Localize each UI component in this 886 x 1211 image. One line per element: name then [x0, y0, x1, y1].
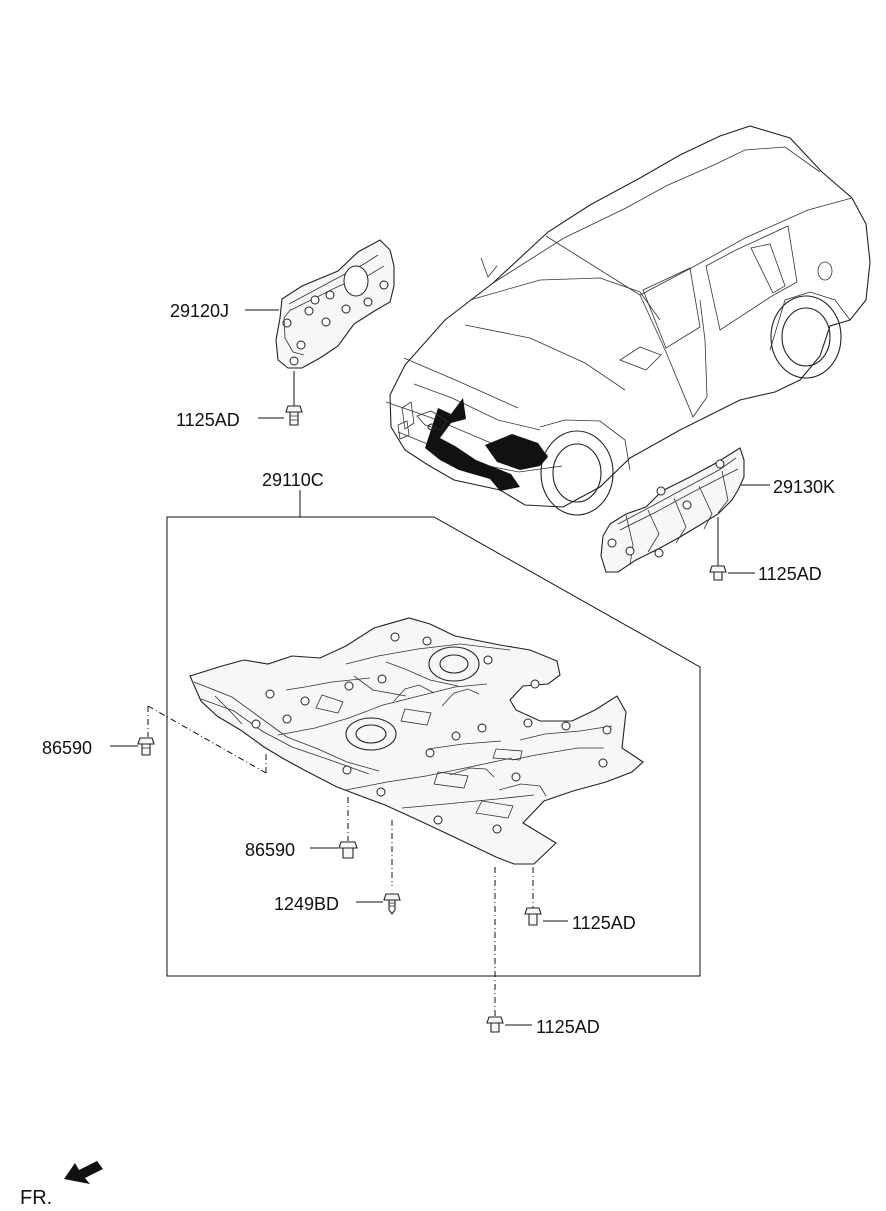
label-1125ad-right-cover: 1125AD: [758, 564, 822, 584]
front-label: FR.: [20, 1187, 52, 1209]
bolt-icon-right-cover: [709, 565, 727, 581]
main-under-cover-part: [189, 617, 644, 865]
bolt-icon-under-right: [524, 907, 542, 926]
front-direction-indicator: [64, 1161, 103, 1184]
right-cover-part: [600, 447, 745, 573]
bolt-icon-top-left: [285, 405, 303, 426]
left-cover-part: [275, 239, 395, 369]
front-arrow-icon: [64, 1161, 103, 1184]
label-29120j: 29120J: [170, 301, 229, 321]
label-1125ad-bottom: 1125AD: [536, 1017, 600, 1037]
fasteners: [137, 405, 727, 1033]
vehicle-illustration: [385, 125, 871, 516]
clip-icon-left: [137, 737, 155, 756]
label-1249bd: 1249BD: [274, 894, 339, 914]
clip-icon-center: [338, 841, 358, 859]
label-86590-left: 86590: [42, 738, 92, 758]
label-1125ad-top-left: 1125AD: [176, 410, 240, 430]
label-86590-center: 86590: [245, 840, 295, 860]
label-29110c: 29110C: [262, 470, 324, 490]
part-labels: 29120J 1125AD 29110C 29130K 1125AD 86590…: [20, 301, 835, 1209]
leader-lines: [110, 309, 770, 1026]
bolt-icon-bottom: [486, 1016, 504, 1033]
main-assembly-frame: [166, 490, 701, 977]
screw-icon: [383, 893, 401, 915]
label-29130k: 29130K: [773, 477, 835, 497]
label-1125ad-under-right: 1125AD: [572, 913, 636, 933]
